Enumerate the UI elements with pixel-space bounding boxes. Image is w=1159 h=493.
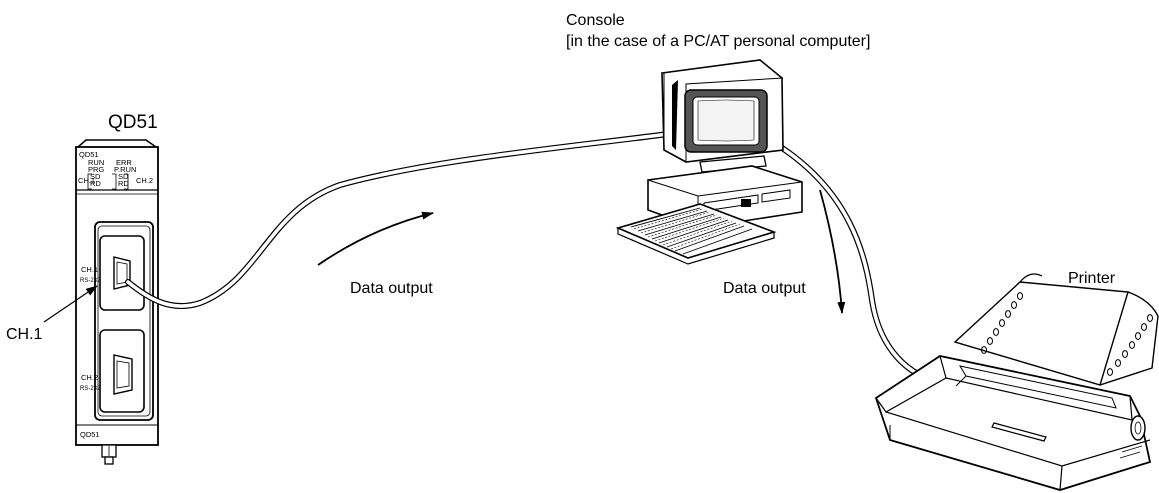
printer-body <box>874 355 1152 491</box>
module-title: QD51 <box>108 112 158 133</box>
ch1-led-label: CH.1 <box>78 176 95 185</box>
ch2-led-label: CH.2 <box>136 176 153 185</box>
ch2-connector[interactable] <box>99 329 145 413</box>
led-run: RUN <box>88 158 104 167</box>
led-err: ERR <box>116 158 132 167</box>
cable-console-to-printer <box>773 141 941 385</box>
footer-model-label: QD51 <box>80 430 100 439</box>
data-output-label-right: Data output <box>723 280 806 297</box>
led-prun: P.RUN <box>114 165 136 174</box>
console-computer <box>615 59 803 265</box>
qd51-module: QD51 QD51 RUN ERR PRG P.RUN CH.1 SD RD S… <box>75 112 159 465</box>
port1-type: RS-232 <box>80 278 101 284</box>
led-sd-ch1: SD <box>90 172 101 181</box>
led-prg: PRG <box>88 165 104 174</box>
led-rd-ch1: RD <box>90 179 101 188</box>
module-top-cap <box>77 139 157 148</box>
ch1-callout-label: CH.1 <box>6 326 43 343</box>
console-sublabel: [in the case of a PC/AT personal compute… <box>566 33 870 50</box>
panel-model-label: QD51 <box>79 150 99 159</box>
data-output-label-left: Data output <box>350 280 433 297</box>
ch1-connector[interactable] <box>99 235 145 311</box>
printer-knob[interactable] <box>1130 415 1146 441</box>
port2-type: RS-232 <box>80 386 101 392</box>
module-screw <box>101 444 117 465</box>
port2-name: CH.2 <box>81 373 98 382</box>
console-label: Console <box>566 12 625 29</box>
port1-name: CH.1 <box>81 265 98 274</box>
led-sd-ch2: SD <box>118 172 129 181</box>
led-rd-ch2: RD <box>118 179 129 188</box>
ch1-callout-arrow <box>43 285 98 323</box>
printer <box>874 273 1159 491</box>
cable-module-to-console <box>125 131 671 309</box>
data-output-arrow-left <box>317 211 434 266</box>
printer-slot <box>991 422 1047 442</box>
data-output-arrow-right <box>819 189 846 314</box>
printer-label: Printer <box>1068 270 1116 287</box>
